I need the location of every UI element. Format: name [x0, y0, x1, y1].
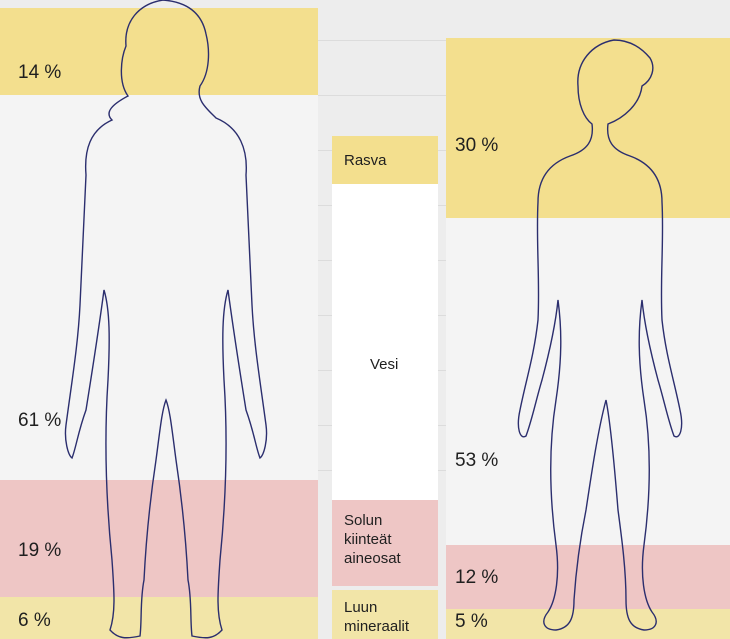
legend-solids-line2: kiinteät	[344, 530, 401, 549]
right-solids-percent: 12 %	[455, 567, 498, 589]
left-water-percent: 61 %	[18, 410, 61, 432]
legend-fat-label: Rasva	[344, 151, 387, 170]
right-minerals-percent: 5 %	[455, 611, 488, 633]
legend-minerals-line1: Luun	[344, 598, 409, 617]
legend-solids-label: Solun kiinteät aineosat	[344, 511, 401, 568]
left-fat-percent: 14 %	[18, 62, 61, 84]
left-solids-percent: 19 %	[18, 540, 61, 562]
legend-solids-line3: aineosat	[344, 549, 401, 568]
left-body-outline	[65, 0, 266, 638]
legend-solids-line1: Solun	[344, 511, 401, 530]
right-body-outline	[518, 40, 681, 630]
legend-minerals-label: Luun mineraalit	[344, 598, 409, 636]
right-fat-percent: 30 %	[455, 135, 498, 157]
legend-minerals-line2: mineraalit	[344, 617, 409, 636]
legend-water-label: Vesi	[370, 355, 398, 374]
left-minerals-percent: 6 %	[18, 610, 51, 632]
right-water-percent: 53 %	[455, 450, 498, 472]
